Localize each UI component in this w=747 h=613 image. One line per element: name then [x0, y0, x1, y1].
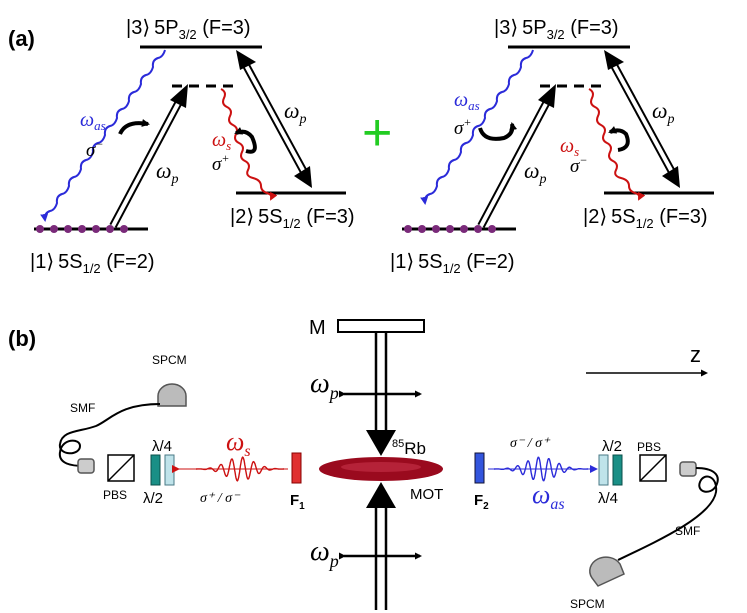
pump-arrow-up: [477, 84, 556, 228]
left-detection-arm: SPCM SMF PBS λ/4 λ/2 ωs σ⁺ / σ⁻ F1: [58, 353, 305, 512]
filter-f1-label: F1: [290, 492, 305, 512]
level-scheme-left: |3⟩5P3/2 (F=3) |2⟩5S1/2 (F=3) |1⟩5S1/2 (…: [30, 17, 355, 276]
pump-beam-top: [366, 332, 396, 456]
single-mode-fiber-right: [617, 467, 719, 561]
spcm-label-left: SPCM: [152, 353, 187, 367]
circular-polarization-left-icon: [118, 118, 150, 135]
level-scheme-right: |3⟩5P3/2 (F=3) |2⟩5S1/2 (F=3) |1⟩5S1/2 (…: [390, 17, 714, 276]
omega-p-top-label: ωp: [310, 368, 339, 403]
omega-p-label-lower: ωp: [524, 158, 547, 187]
sigma-right-label: σ+: [212, 151, 229, 175]
smf-label-right: SMF: [675, 524, 700, 538]
stokes-wavy-arrow: [588, 88, 646, 201]
filter-f1: [291, 452, 302, 484]
mot-label: MOT: [410, 486, 443, 503]
omega-p-bottom-label: ωp: [310, 536, 339, 571]
z-axis-label: z: [690, 342, 701, 367]
rb-label: 85Rb: [392, 438, 426, 458]
omega-s-label-b: ωs: [226, 427, 251, 460]
spcm-label-right: SPCM: [570, 597, 605, 611]
spcm-detector-right: [589, 556, 625, 587]
mirror-label: M: [309, 317, 326, 339]
mirror: [337, 319, 425, 333]
panel-b-label: (b): [8, 326, 36, 351]
lambda4-label-left: λ/4: [152, 438, 172, 455]
spcm-detector-left: [157, 383, 187, 407]
smf-label-left: SMF: [70, 401, 95, 415]
filter-f2-label: F2: [474, 492, 489, 512]
panel-a-label: (a): [8, 26, 35, 51]
circular-polarization-right-icon: [234, 127, 257, 154]
level-1-label: |1⟩5S1/2 (F=2): [390, 251, 515, 276]
circular-polarization-left-icon: [478, 122, 518, 141]
level-2-label: |2⟩5S1/2 (F=3): [583, 206, 708, 231]
atom-population-dots: [36, 225, 128, 233]
lambda2-label-left: λ/2: [143, 490, 163, 507]
level-1-label: |1⟩5S1/2 (F=2): [30, 251, 155, 276]
single-mode-fiber-left: [58, 403, 161, 467]
pump-beam-bottom: [366, 482, 396, 610]
pbs-label-left: PBS: [103, 488, 127, 502]
quarter-wave-plate-left: [164, 454, 175, 486]
anti-stokes-wavy-arrow: [420, 49, 534, 205]
pbs-diagonal-right: [639, 454, 667, 482]
quarter-wave-plate-right: [598, 454, 609, 486]
circular-polarization-right-icon: [608, 126, 630, 152]
atom-population-dots: [404, 225, 496, 233]
level-3-label: |3⟩5P3/2 (F=3): [126, 17, 251, 42]
stokes-wavy-arrow: [220, 88, 278, 201]
omega-p-label-lower: ωp: [156, 158, 179, 187]
omega-as-label: ωas: [454, 89, 480, 113]
level-3-label: |3⟩5P3/2 (F=3): [494, 17, 619, 42]
fiber-coupler-right: [679, 461, 697, 477]
sigma-pol-right: σ⁻ / σ⁺: [510, 436, 551, 451]
half-wave-plate-right: [612, 454, 623, 486]
pump-arrow-up: [109, 84, 188, 228]
fiber-coupler-left: [77, 458, 95, 474]
anti-stokes-wave-packet: [494, 456, 588, 482]
lambda4-label-right: λ/4: [598, 490, 618, 507]
right-detection-arm: F2 σ⁻ / σ⁺ ωas λ/2 λ/4 PBS SMF SPCM: [474, 436, 719, 611]
pbs-diagonal-left: [107, 454, 135, 482]
lambda2-label-right: λ/2: [602, 438, 622, 455]
pbs-label-right: PBS: [637, 440, 661, 454]
omega-as-label: ωas: [80, 109, 106, 133]
omega-p-label-upper: ωp: [284, 98, 307, 127]
pump-arrow-down: [604, 50, 680, 188]
sigma-pol-left: σ⁺ / σ⁻: [200, 491, 241, 506]
filter-f2: [474, 452, 485, 484]
sigma-left-label: σ+: [454, 115, 471, 139]
omega-p-label-upper: ωp: [652, 98, 675, 127]
anti-stokes-wavy-arrow: [40, 49, 166, 222]
omega-s-label: ωs: [560, 135, 579, 159]
stokes-wave-packet: [196, 456, 284, 482]
mot-highlight: [341, 462, 421, 472]
omega-as-label-b: ωas: [532, 480, 565, 513]
plus-sign: +: [362, 104, 392, 162]
omega-s-label: ωs: [212, 129, 231, 153]
sigma-right-label: σ−: [570, 153, 587, 177]
level-2-label: |2⟩5S1/2 (F=3): [230, 206, 355, 231]
sigma-left-label: σ−: [86, 137, 103, 161]
pump-arrow-down: [236, 50, 312, 188]
half-wave-plate-left: [150, 454, 161, 486]
